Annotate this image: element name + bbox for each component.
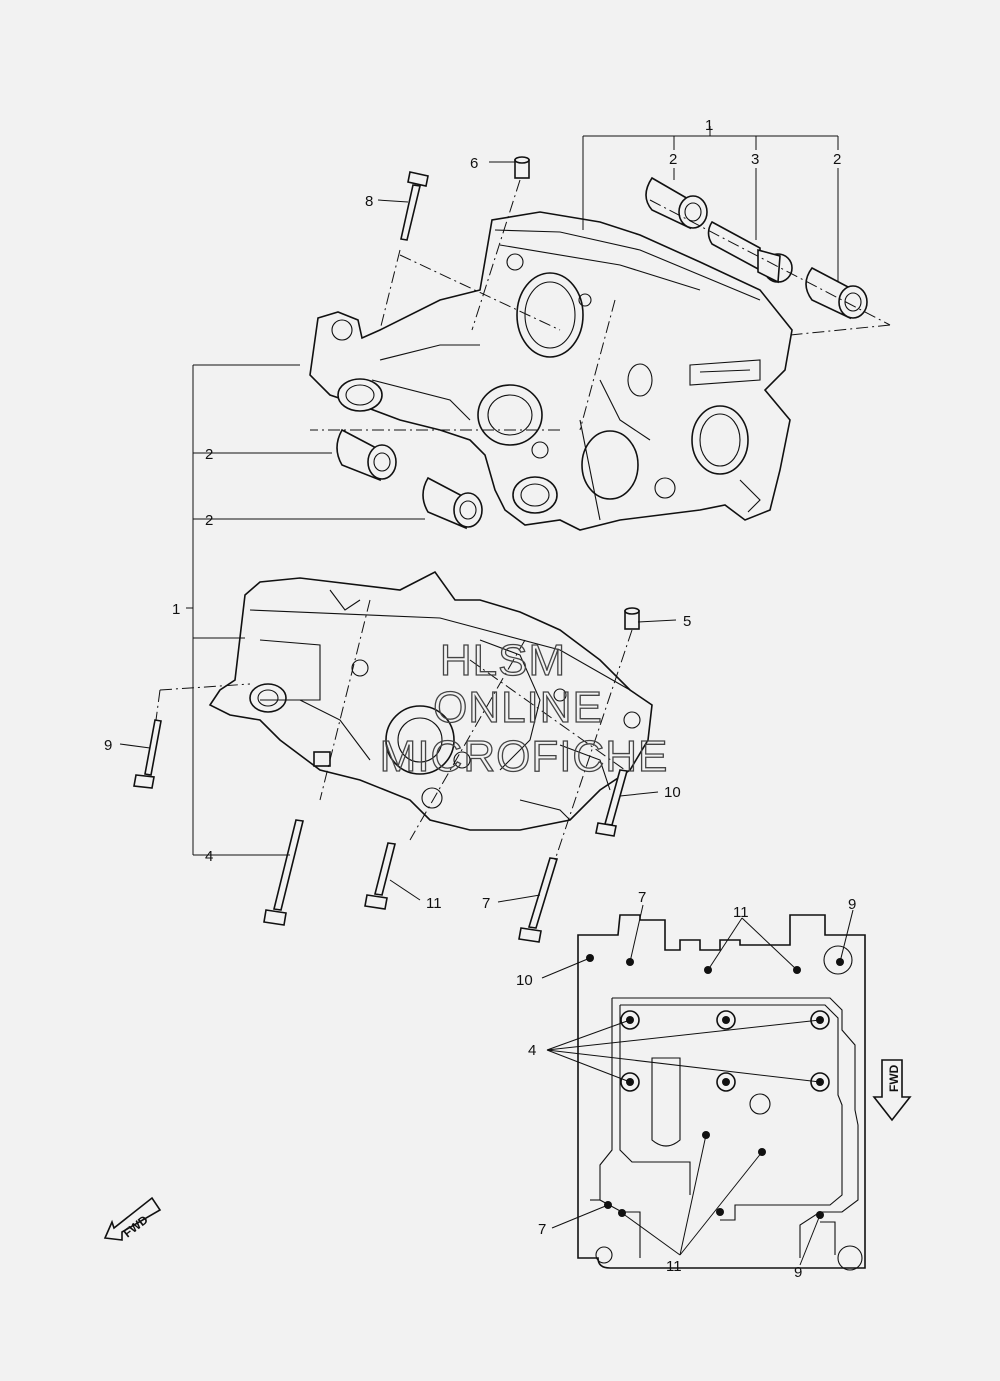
callout-7-plan-top: 7 xyxy=(638,889,646,906)
callouts: 1 2 3 2 6 8 2 2 1 5 9 10 4 11 7 7 11 9 1… xyxy=(104,117,856,1281)
callout-5-dowel: 5 xyxy=(683,613,691,630)
callout-2-bushing-top-right: 2 xyxy=(833,151,841,168)
bushing-top-right[interactable] xyxy=(805,266,868,320)
watermark-line-3: MICROFICHE xyxy=(380,732,669,781)
callout-9-plan-top: 9 xyxy=(848,896,856,913)
callout-3-collar: 3 xyxy=(751,151,759,168)
lower-crankcase[interactable] xyxy=(208,570,653,831)
flange-bolt-7[interactable] xyxy=(518,857,559,943)
callout-9-plan-bottom: 9 xyxy=(794,1264,802,1281)
collar[interactable] xyxy=(707,220,793,284)
callout-2-bushing-left-upper: 2 xyxy=(205,446,213,463)
flange-bolt-9[interactable] xyxy=(133,719,162,789)
callout-10-bolt: 10 xyxy=(664,784,681,801)
watermark-line-2: ONLINE xyxy=(433,683,603,732)
flange-bolt-4[interactable] xyxy=(263,819,304,926)
dowel-pin-6[interactable] xyxy=(514,156,530,179)
callout-1-group: 1 xyxy=(172,601,180,618)
callout-8-bolt: 8 xyxy=(365,193,373,210)
fwd-arrow-left: FWD xyxy=(103,1196,162,1241)
watermark-line-1: HLSM xyxy=(440,636,566,685)
watermark: HLSM ONLINE MICROFICHE xyxy=(379,635,669,781)
center-lines xyxy=(155,179,891,861)
callout-2-bushing-left-lower: 2 xyxy=(205,512,213,529)
callout-4-bolt: 4 xyxy=(205,848,213,865)
callout-9-bolt: 9 xyxy=(104,737,112,754)
fwd-label-right: FWD xyxy=(887,1064,901,1092)
callout-11-bolt: 11 xyxy=(426,895,442,912)
callout-4-plan: 4 xyxy=(528,1042,536,1059)
callout-11-plan-bottom: 11 xyxy=(666,1258,682,1275)
bushing-left-upper[interactable] xyxy=(336,428,397,482)
bracket-lines xyxy=(119,126,839,903)
dowel-pin-5[interactable] xyxy=(624,607,640,630)
callout-10-plan: 10 xyxy=(516,972,533,989)
upper-crankcase[interactable] xyxy=(309,211,793,531)
bushing-left-lower[interactable] xyxy=(422,476,483,530)
callout-11-plan-top: 11 xyxy=(733,904,749,921)
flange-bolt-10[interactable] xyxy=(595,769,629,837)
plan-leader-lines xyxy=(541,904,854,1266)
callout-1-top: 1 xyxy=(705,117,713,134)
flange-bolt-8[interactable] xyxy=(400,171,429,241)
callout-7-bolt: 7 xyxy=(482,895,490,912)
bolt-pattern-plan-view xyxy=(577,914,866,1271)
flange-bolt-11[interactable] xyxy=(364,842,396,910)
fwd-arrow-right: FWD xyxy=(872,1059,912,1122)
callout-6-dowel: 6 xyxy=(470,155,478,172)
callout-7-plan-bottom: 7 xyxy=(538,1221,546,1238)
callout-2-bushing-top-left: 2 xyxy=(669,151,677,168)
